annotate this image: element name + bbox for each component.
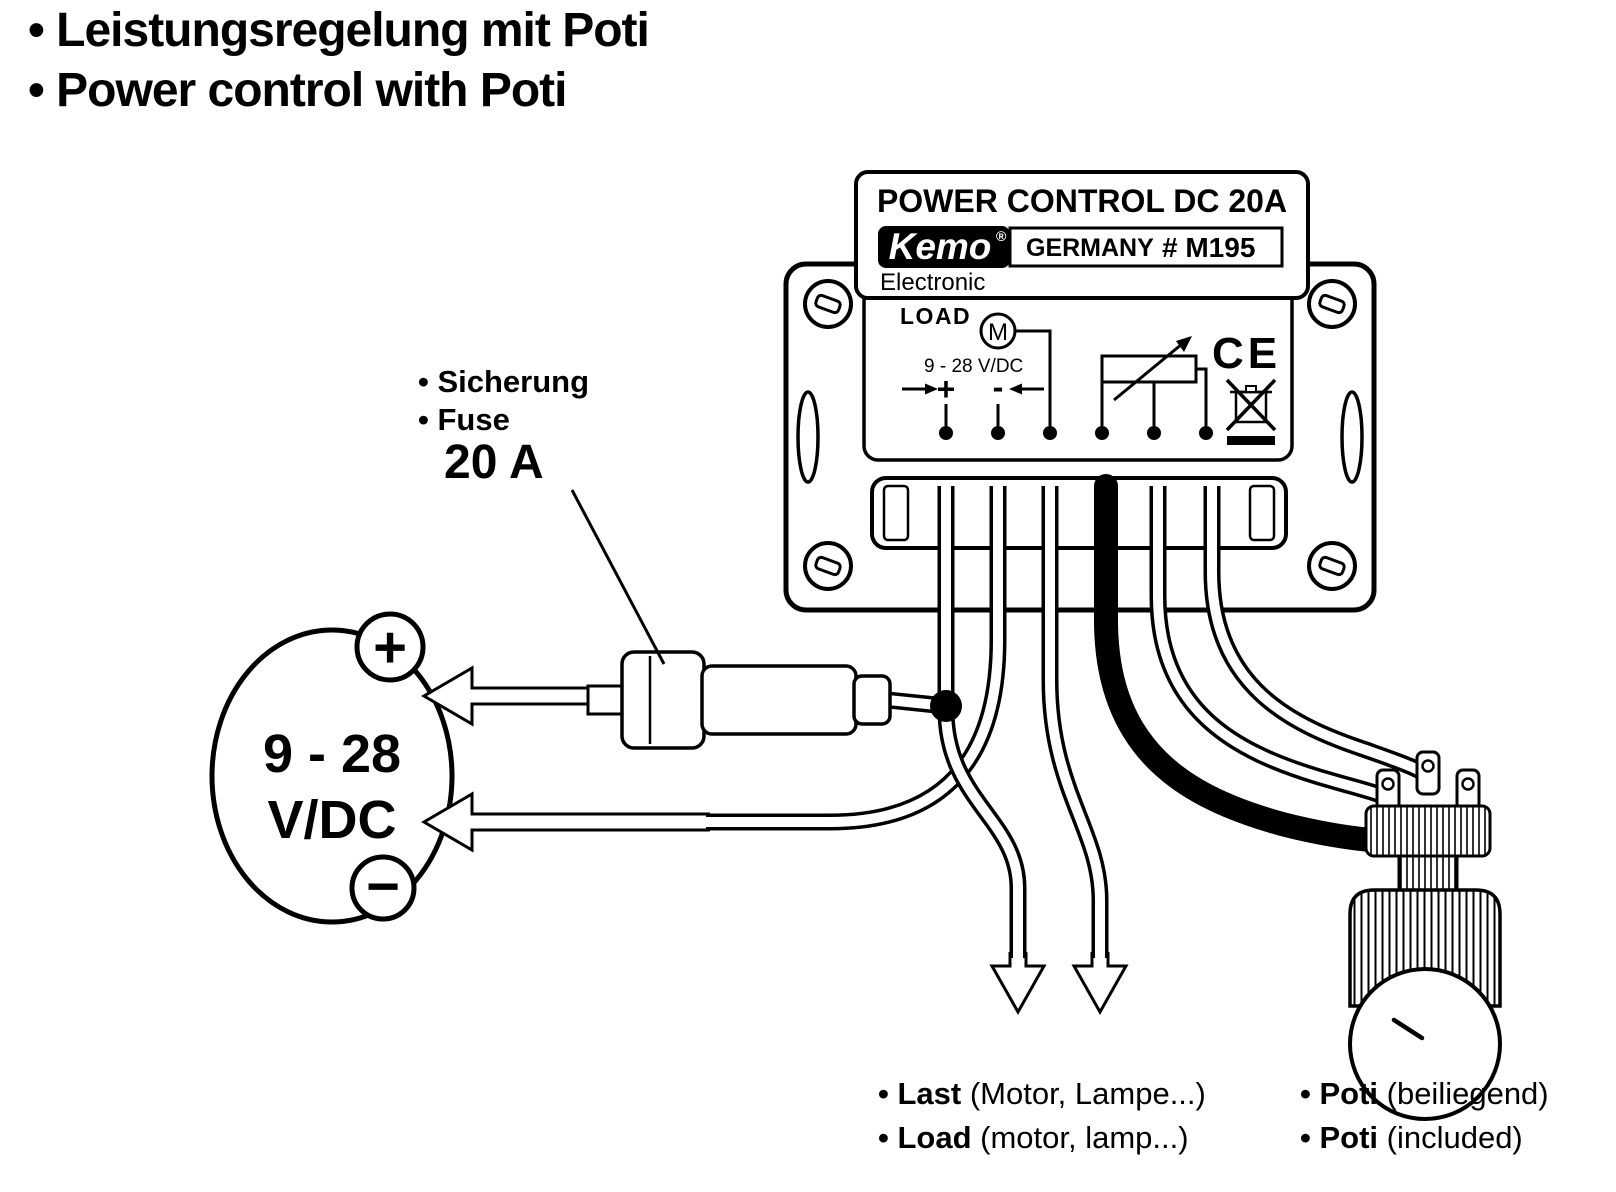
mounting-screw-icon <box>1307 279 1357 329</box>
wire-load1 <box>941 709 1023 958</box>
mounting-screw-icon <box>803 279 853 329</box>
model-text: # M195 <box>1162 232 1255 263</box>
note-poti-en-bold: • Poti <box>1300 1120 1378 1155</box>
mounting-slot-right <box>1340 390 1364 484</box>
load-arrow-1-icon <box>989 952 1047 1016</box>
note-load-en: • Load (motor, lamp...) <box>878 1120 1189 1155</box>
note-poti-de-bold: • Poti <box>1300 1076 1378 1111</box>
note-poti-en: • Poti (included) <box>1300 1120 1523 1155</box>
print-plus: + <box>937 371 956 407</box>
fuse-label-en: • Fuse <box>418 402 510 437</box>
note-load-en-rest: (motor, lamp...) <box>972 1120 1189 1155</box>
power-control-module: POWER CONTROL DC 20A Kemo ® GERMANY # M1… <box>783 170 1377 613</box>
module-header: POWER CONTROL DC 20A <box>877 183 1287 219</box>
terminal-dots <box>939 426 1213 440</box>
source-voltage-line2: V/DC <box>267 790 396 850</box>
fuse-connector <box>586 684 626 716</box>
power-source: 9 - 28 V/DC + − <box>209 611 455 925</box>
print-voltage: 9 - 28 V/DC <box>924 356 1023 377</box>
plus-terminal-circle <box>354 611 426 683</box>
mounting-slot-left <box>796 390 820 484</box>
arrow-to-plus-icon <box>421 665 592 727</box>
wires <box>702 474 1460 958</box>
note-poti-de-rest: (beiliegend) <box>1378 1076 1549 1111</box>
print-minus: - <box>993 369 1004 405</box>
printed-schematic: LOAD M 9 - 28 V/DC + - CE <box>900 303 1281 445</box>
cable-slot-end-right <box>1248 484 1276 542</box>
weee-icon <box>1225 378 1277 445</box>
minus-terminal-circle <box>349 854 417 922</box>
mounting-screw-icon <box>1307 541 1357 591</box>
potentiometer <box>1348 750 1502 1121</box>
print-arrow-left-icon <box>1009 383 1022 395</box>
wire-load2 <box>1045 486 1105 958</box>
load-arrow-2-icon <box>1071 952 1129 1016</box>
minus-sign: − <box>366 854 400 919</box>
note-poti-de: • Poti (beiliegend) <box>1300 1076 1549 1111</box>
fuse-rating: 20 A <box>444 436 544 489</box>
fuse-end-cap <box>852 674 892 726</box>
arrow-to-minus-icon <box>421 791 710 853</box>
poti-indicator <box>1391 1017 1425 1041</box>
print-load-label: LOAD <box>900 303 971 329</box>
terminal-dot <box>1147 426 1161 440</box>
plus-sign: + <box>373 615 407 680</box>
kemo-logo <box>878 226 1010 268</box>
registered-mark: ® <box>996 228 1007 244</box>
cable-slot <box>870 476 1288 550</box>
electronic-text: Electronic <box>880 269 985 296</box>
brand-text: Kemo <box>889 226 992 267</box>
wire-poti2 <box>1207 486 1436 784</box>
cable-slot-end-left <box>882 484 910 542</box>
germany-model-box <box>1008 226 1284 268</box>
wire-poti1 <box>1153 486 1395 805</box>
ce-mark: CE <box>1212 329 1281 378</box>
poti-wiper-arrowhead-icon <box>1176 336 1192 352</box>
note-load-en-bold: • Load <box>878 1120 972 1155</box>
terminal-dot <box>1095 426 1109 440</box>
note-poti-en-rest: (included) <box>1378 1120 1523 1155</box>
print-lead-motor <box>1015 329 1052 426</box>
fuse-cap <box>620 650 706 750</box>
poti-symbol-lead3 <box>1196 367 1208 426</box>
poti-lug <box>1415 750 1441 796</box>
note-load-de: • Last (Motor, Lampe...) <box>878 1076 1206 1111</box>
fuse-barrel <box>700 664 858 736</box>
title-de: • Leistungsregelung mit Poti <box>28 4 649 57</box>
print-arrow-right-icon <box>925 383 938 395</box>
terminal-dot <box>939 426 953 440</box>
terminal-dot <box>1043 426 1057 440</box>
poti-threaded-neck <box>1397 854 1459 892</box>
poti-body-plate <box>1364 804 1492 858</box>
germany-text: GERMANY <box>1026 234 1154 262</box>
note-load-de-rest: (Motor, Lampe...) <box>961 1076 1206 1111</box>
fuse-holder <box>586 650 892 750</box>
title-en: • Power control with Poti <box>28 64 566 117</box>
power-source-circle <box>209 627 455 925</box>
mounting-screw-icon <box>803 541 853 591</box>
terminal-dot <box>1199 426 1213 440</box>
fuse-pointer-line <box>570 489 666 665</box>
source-voltage-line1: 9 - 28 <box>263 724 401 784</box>
terminal-dot <box>991 426 1005 440</box>
poti-knob-face <box>1348 967 1502 1121</box>
motor-symbol-letter: M <box>988 319 1008 346</box>
note-load-de-bold: • Last <box>878 1076 961 1111</box>
junction-dot <box>930 690 962 722</box>
fuse-label-de: • Sicherung <box>418 364 589 399</box>
poti-symbol <box>1100 354 1198 384</box>
poti-wiper-arrow <box>1113 342 1183 402</box>
